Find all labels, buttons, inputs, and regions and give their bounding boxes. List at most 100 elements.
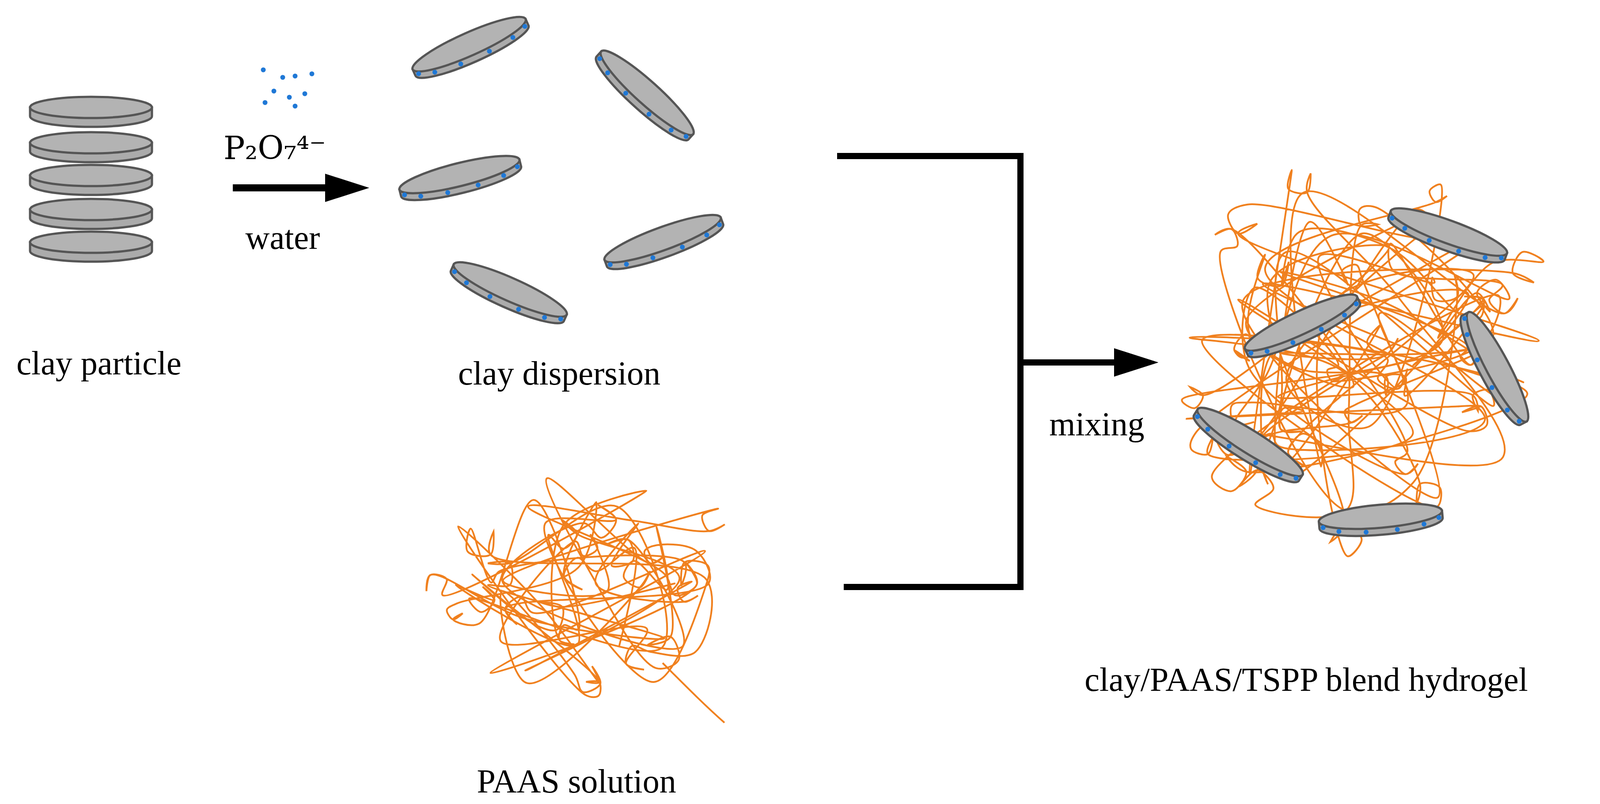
- pyrophosphate-ion: [309, 71, 315, 77]
- figure-caption: clay particle: [16, 343, 182, 383]
- pyrophosphate-dot: [431, 68, 439, 76]
- pyrophosphate-dot: [649, 254, 656, 261]
- pyrophosphate-dot: [645, 110, 653, 118]
- arrow-head: [1114, 348, 1159, 377]
- clay-platelet: [1239, 285, 1365, 366]
- pyrophosphate-dot: [1341, 311, 1348, 319]
- pyrophosphate-dot: [623, 261, 630, 268]
- pyrophosphate-dot: [514, 163, 520, 170]
- clay-platelet: [30, 164, 152, 195]
- pyrophosphate-dot: [1401, 225, 1408, 232]
- pyrophosphate-dot: [1318, 326, 1325, 333]
- pyrophosphate-dot: [1394, 526, 1400, 532]
- pyrophosphate-dot: [1461, 314, 1468, 322]
- figure-caption: clay dispersion: [458, 353, 661, 393]
- pyrophosphate-dot: [444, 189, 451, 196]
- pyrophosphate-dot: [1421, 521, 1427, 527]
- pyrophosphate-ion: [271, 88, 277, 94]
- pyrophosphate-dot: [1363, 529, 1369, 535]
- pyrophosphate-ion: [261, 67, 266, 73]
- pyrophosphate-dot: [679, 243, 686, 251]
- pyrophosphate-dot: [417, 193, 424, 199]
- pyrophosphate-dot: [622, 89, 630, 97]
- pyrophosphate-dot: [457, 60, 465, 68]
- clay-platelet: [396, 148, 524, 208]
- figure-caption: PAAS solution: [476, 761, 676, 800]
- pyrophosphate-ion: [292, 73, 298, 79]
- hydrogel-figure: [1181, 169, 1544, 556]
- disc-face: [449, 253, 572, 325]
- connector-line: [843, 362, 1119, 587]
- pyrophosphate-dot: [1204, 425, 1212, 433]
- pyrophosphate-dot: [1455, 247, 1462, 255]
- pyrophosphate-dot: [515, 305, 523, 313]
- figure-group: clay/PAAS/TSPP blend hydrogel: [1158, 167, 1592, 707]
- pyrophosphate-dot: [463, 279, 471, 286]
- disc-face: [30, 231, 152, 253]
- process-arrow: [232, 173, 370, 202]
- process-arrow: [837, 155, 1159, 377]
- pyrophosphate-dot: [1225, 442, 1233, 450]
- pyrophosphate-dot: [475, 181, 482, 188]
- clay-stack: [30, 96, 152, 262]
- clay-dispersion-figure: [396, 8, 728, 332]
- disc-face: [1458, 306, 1537, 427]
- clay-platelet: [30, 96, 152, 127]
- pyrophosphate-dot: [1277, 470, 1284, 478]
- process-label: mixing: [1049, 404, 1145, 444]
- clay-platelet: [1452, 306, 1537, 430]
- clay-platelet: [588, 42, 702, 148]
- clay-platelet: [446, 253, 572, 332]
- pyrophosphate-dot: [1247, 349, 1255, 357]
- disc-face: [600, 206, 725, 271]
- pyrophosphate-ion: [287, 94, 292, 100]
- pyrophosphate-dot: [1320, 524, 1326, 531]
- pyrophosphate-dot: [1194, 413, 1201, 420]
- connector-line: [232, 184, 330, 192]
- disc-face: [1387, 200, 1512, 265]
- figure-caption: clay/PAAS/TSPP blend hydrogel: [1084, 659, 1528, 699]
- pyrophosphate-dot: [1289, 339, 1297, 346]
- pyrophosphate-dot: [1425, 237, 1433, 244]
- pyrophosphate-dot: [604, 69, 612, 77]
- pyrophosphate-dot: [509, 34, 517, 41]
- clay-platelet: [1384, 200, 1511, 271]
- pyrophosphate-ion: [262, 100, 268, 106]
- pyrophosphate-dot: [451, 268, 459, 275]
- pyrophosphate-dot: [401, 191, 408, 198]
- pyrophosphate-dot: [1504, 406, 1511, 414]
- polymer-chain-end: [662, 662, 725, 723]
- pyrophosphate-ion: [302, 91, 308, 97]
- clay-platelet: [1317, 499, 1444, 540]
- pyrophosphate-dot: [1516, 417, 1523, 425]
- clay-platelet: [408, 8, 534, 87]
- disc-face: [1317, 499, 1443, 533]
- clay-platelet: [30, 198, 152, 229]
- pyrophosphate-dot: [716, 221, 723, 228]
- clay-platelet: [30, 132, 152, 163]
- pyrophosphate-dot: [1263, 347, 1271, 355]
- pyrophosphate-dot: [557, 315, 565, 323]
- process-label: P₂O₇⁴⁻: [223, 129, 327, 167]
- pyrophosphate-dot: [667, 126, 675, 134]
- figure-group: PAAS solution: [410, 441, 844, 800]
- figure-group: clay particle: [8, 88, 233, 398]
- pyrophosphate-dot: [1252, 458, 1259, 466]
- disc-face: [30, 96, 152, 118]
- pyrophosphate-dot: [415, 70, 422, 77]
- arrow-head: [1114, 348, 1159, 377]
- disc-face: [593, 42, 702, 143]
- pyrophosphate-ion: [280, 75, 286, 80]
- pyrophosphate-dot: [1292, 474, 1300, 482]
- ion-dots: [261, 67, 315, 109]
- pyrophosphate-dot: [1488, 383, 1496, 391]
- polymer-chain: [426, 477, 725, 697]
- pyrophosphate-dot: [1336, 528, 1342, 535]
- disc-face: [1239, 285, 1362, 359]
- pyrophosphate-dot: [1388, 215, 1396, 222]
- disc-face: [1191, 399, 1309, 485]
- pyrophosphate-ion: [292, 103, 298, 109]
- pyrophosphate-dot: [1482, 254, 1489, 261]
- clay-platelet: [30, 231, 152, 262]
